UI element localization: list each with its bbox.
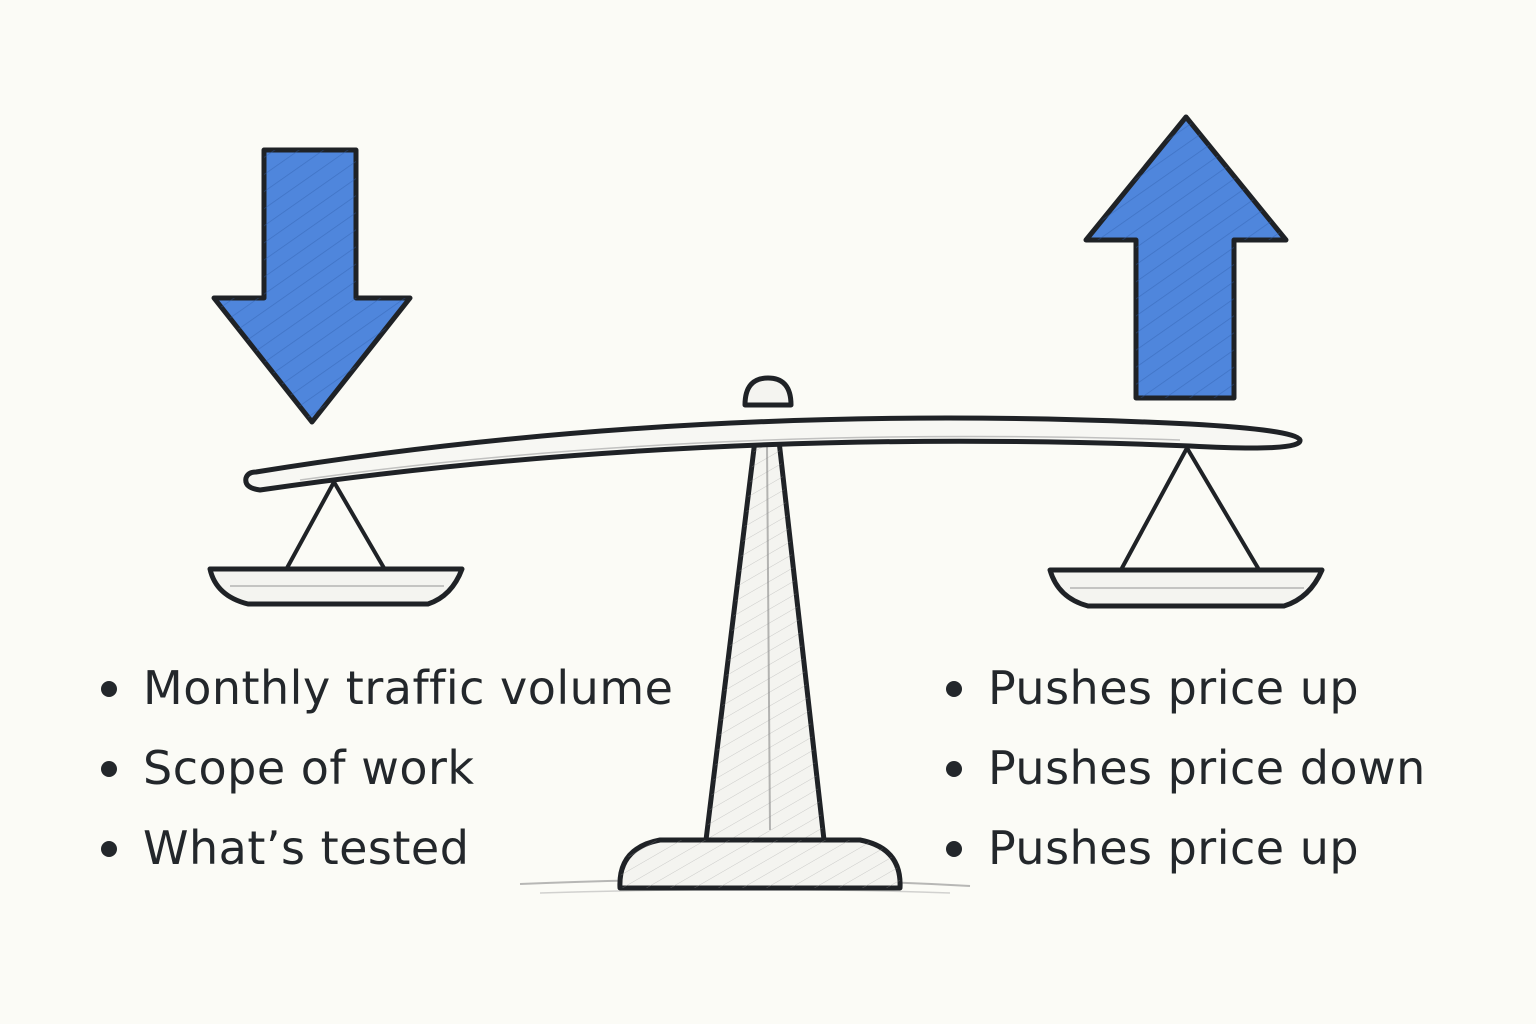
scale-beam <box>243 415 1303 493</box>
bullet-icon <box>946 761 962 777</box>
list-item-label: Pushes price up <box>988 661 1360 715</box>
bullet-icon <box>101 761 117 777</box>
list-item: Scope of work <box>101 728 673 808</box>
scale-pillar <box>703 429 827 843</box>
list-item: Pushes price up <box>946 808 1426 888</box>
list-item: What’s tested <box>101 808 673 888</box>
list-item-label: Monthly traffic volume <box>143 661 674 715</box>
list-item: Pushes price up <box>946 648 1426 728</box>
pivot-knob <box>742 375 794 408</box>
bullet-icon <box>101 841 117 857</box>
bullet-icon <box>101 681 117 697</box>
list-item-label: Scope of work <box>143 741 475 795</box>
list-item-label: Pushes price up <box>988 821 1360 875</box>
left-pan <box>207 480 465 607</box>
right-effect-list: Pushes price up Pushes price down Pushes… <box>946 648 1426 888</box>
list-item-label: Pushes price down <box>988 741 1426 795</box>
arrow-down-icon <box>211 147 413 425</box>
list-item-label: What’s tested <box>143 821 470 875</box>
bullet-icon <box>946 681 962 697</box>
right-pan <box>1047 446 1325 609</box>
arrow-up-icon <box>1083 114 1289 401</box>
left-factor-list: Monthly traffic volume Scope of work Wha… <box>101 648 673 888</box>
scale-base <box>617 837 903 891</box>
list-item: Monthly traffic volume <box>101 648 673 728</box>
bullet-icon <box>946 841 962 857</box>
list-item: Pushes price down <box>946 728 1426 808</box>
